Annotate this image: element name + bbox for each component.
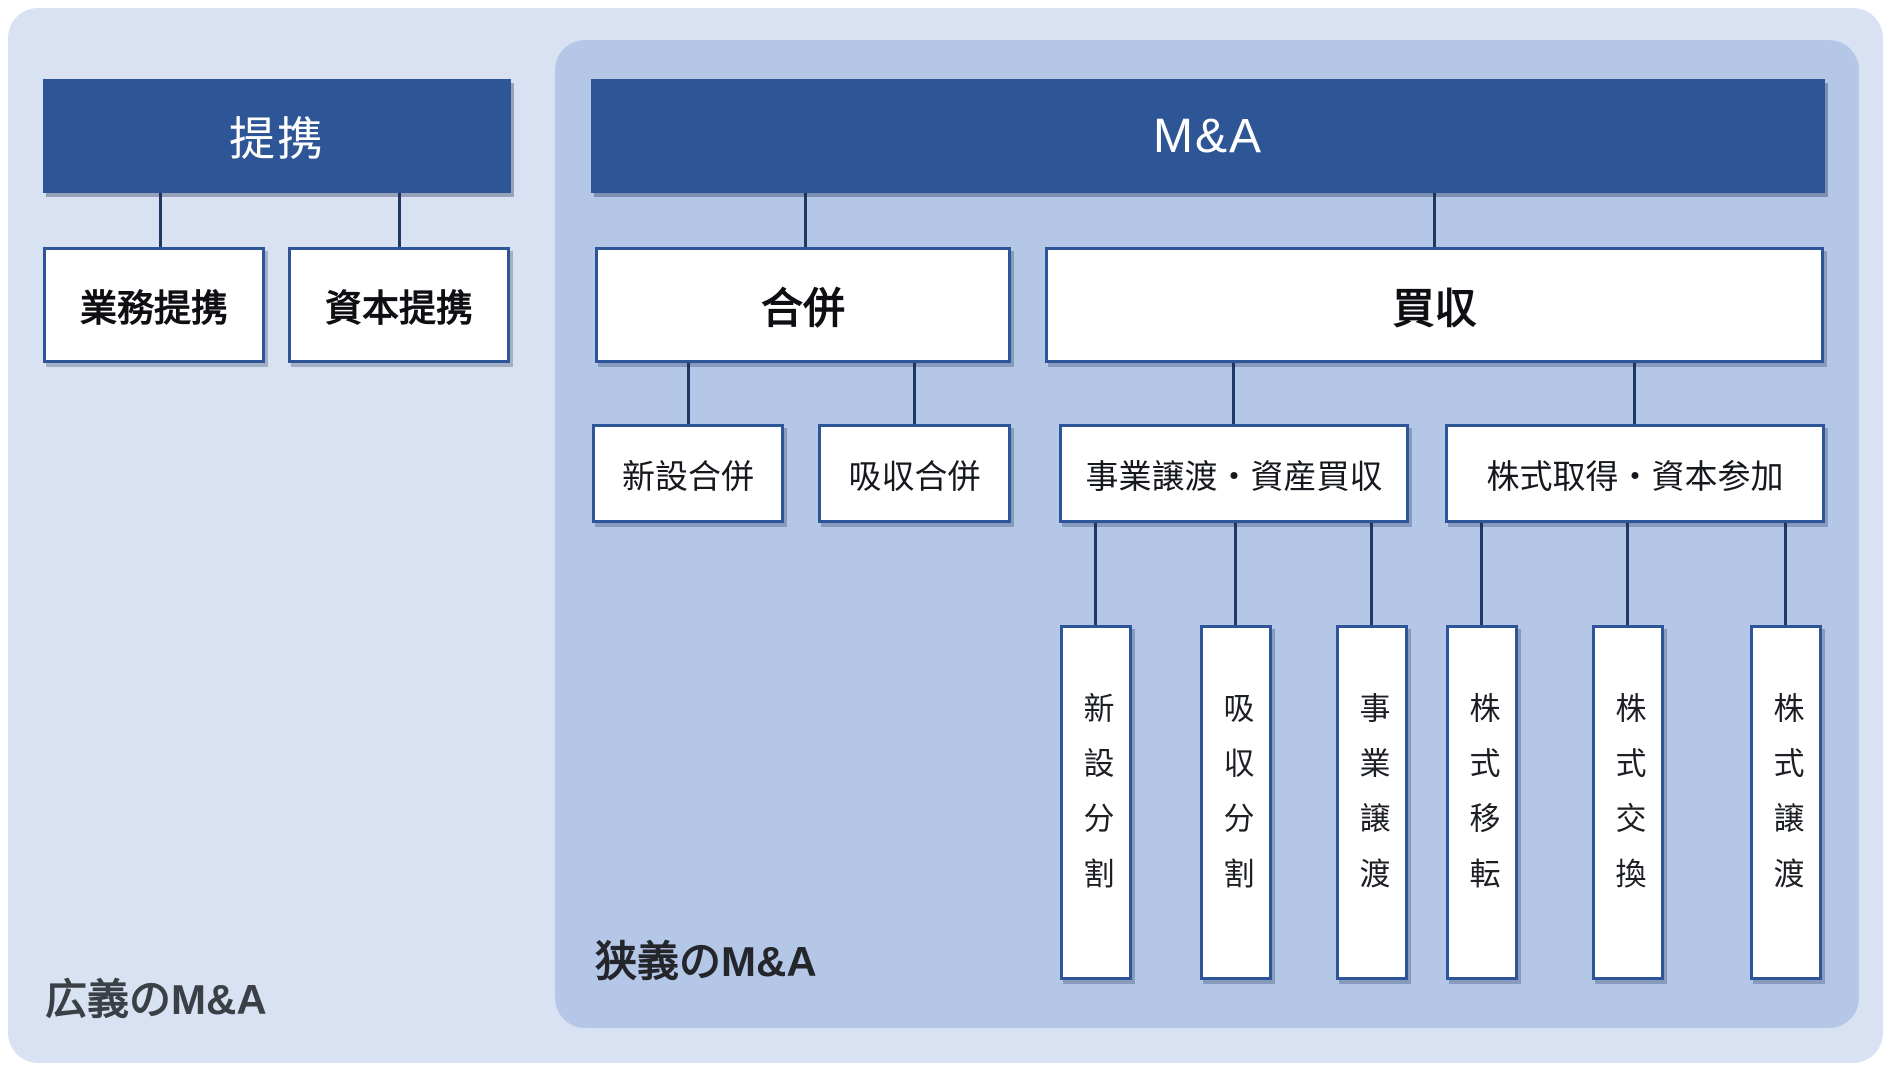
connector-line [1784,523,1787,625]
connector-line [1232,363,1235,424]
node-absorption-merger: 吸収合併 [818,424,1011,523]
node-absorption-split: 吸収分割 [1200,625,1272,980]
node-share-exchange: 株式交換 [1592,625,1664,980]
connector-line [1633,363,1636,424]
node-consolidation-merger: 新設合併 [592,424,784,523]
node-acquisition: 買収 [1045,247,1824,363]
node-business-transfer-asset-purchase: 事業譲渡・資産買収 [1059,424,1409,523]
connector-line [687,363,690,424]
node-share-assignment: 株式譲渡 [1750,625,1822,980]
connector-line [1234,523,1237,625]
connector-line [1480,523,1483,625]
node-merger: 合併 [595,247,1011,363]
connector-line [913,363,916,424]
connector-line [1094,523,1097,625]
broad-ma-label: 広義のM&A [45,976,267,1023]
node-capital-alliance: 資本提携 [288,247,510,363]
node-business-transfer: 事業譲渡 [1336,625,1408,980]
connector-line [804,193,807,247]
alliance-header: 提携 [43,79,511,193]
connector-line [398,193,401,247]
node-share-acquisition-capital-participation: 株式取得・資本参加 [1445,424,1825,523]
connector-line [1433,193,1436,247]
node-incorporation-split: 新設分割 [1060,625,1132,980]
ma-header: M&A [591,79,1825,193]
narrow-ma-label: 狭義のM&A [595,938,817,985]
node-share-transfer-plan: 株式移転 [1446,625,1518,980]
node-business-alliance: 業務提携 [43,247,265,363]
connector-line [1370,523,1373,625]
connector-line [1626,523,1629,625]
connector-line [159,193,162,247]
